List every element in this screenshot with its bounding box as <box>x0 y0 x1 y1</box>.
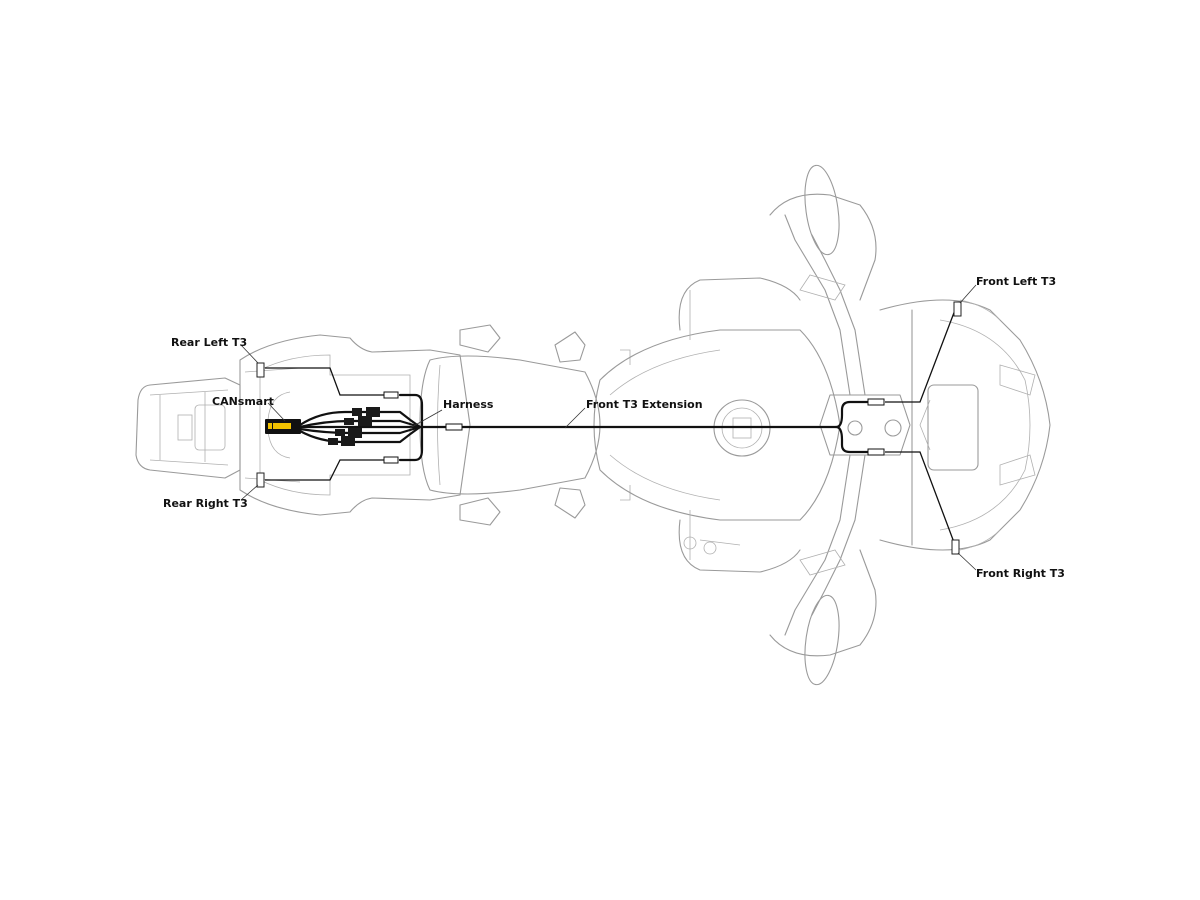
front-right-connector <box>867 448 885 456</box>
right-crash-bar <box>678 519 801 573</box>
rear-right-t3-device <box>256 472 265 488</box>
left-crash-bar <box>678 277 801 331</box>
fuel-tank <box>593 329 841 521</box>
front-left-t3-device <box>953 301 962 317</box>
rear-right-connector <box>383 456 399 464</box>
left-footpeg <box>459 324 501 353</box>
front-left-connector <box>867 398 885 406</box>
leader-lines <box>240 284 977 571</box>
motorcycle-outline <box>135 164 1051 686</box>
branch-wire-4 <box>298 425 422 444</box>
handlebar-right <box>784 454 851 636</box>
seat <box>419 355 601 495</box>
rear-left-wire <box>265 367 385 396</box>
cansmart-controller <box>265 419 301 434</box>
tail-section <box>239 334 471 516</box>
harness-loop <box>398 393 424 462</box>
rear-right-wire <box>265 459 385 481</box>
mirror-left <box>804 164 840 256</box>
handguard-right <box>769 549 877 657</box>
label-cansmart: CANsmart <box>212 395 274 408</box>
front-fairing <box>879 299 1051 551</box>
front-left-wire <box>885 309 956 403</box>
front-split-wire <box>834 400 872 454</box>
front-right-wire <box>885 451 956 546</box>
rear-left-t3-device <box>256 362 265 378</box>
label-front-left-t3: Front Left T3 <box>976 275 1056 288</box>
right-footpeg <box>459 497 501 526</box>
label-harness: Harness <box>443 398 494 411</box>
label-rear-left-t3: Rear Left T3 <box>171 336 247 349</box>
front-right-t3-device <box>951 539 960 555</box>
label-front-t3-extension: Front T3 Extension <box>586 398 703 411</box>
rear-rack <box>135 377 241 479</box>
harness-connector <box>445 423 463 431</box>
handlebar-left <box>784 214 851 396</box>
headstock <box>819 394 911 456</box>
rear-left-connector <box>383 391 399 399</box>
mirror-right <box>804 594 840 686</box>
handguard-left <box>769 193 877 301</box>
label-rear-right-t3: Rear Right T3 <box>163 497 248 510</box>
wiring <box>265 309 956 546</box>
label-front-right-t3: Front Right T3 <box>976 567 1065 580</box>
